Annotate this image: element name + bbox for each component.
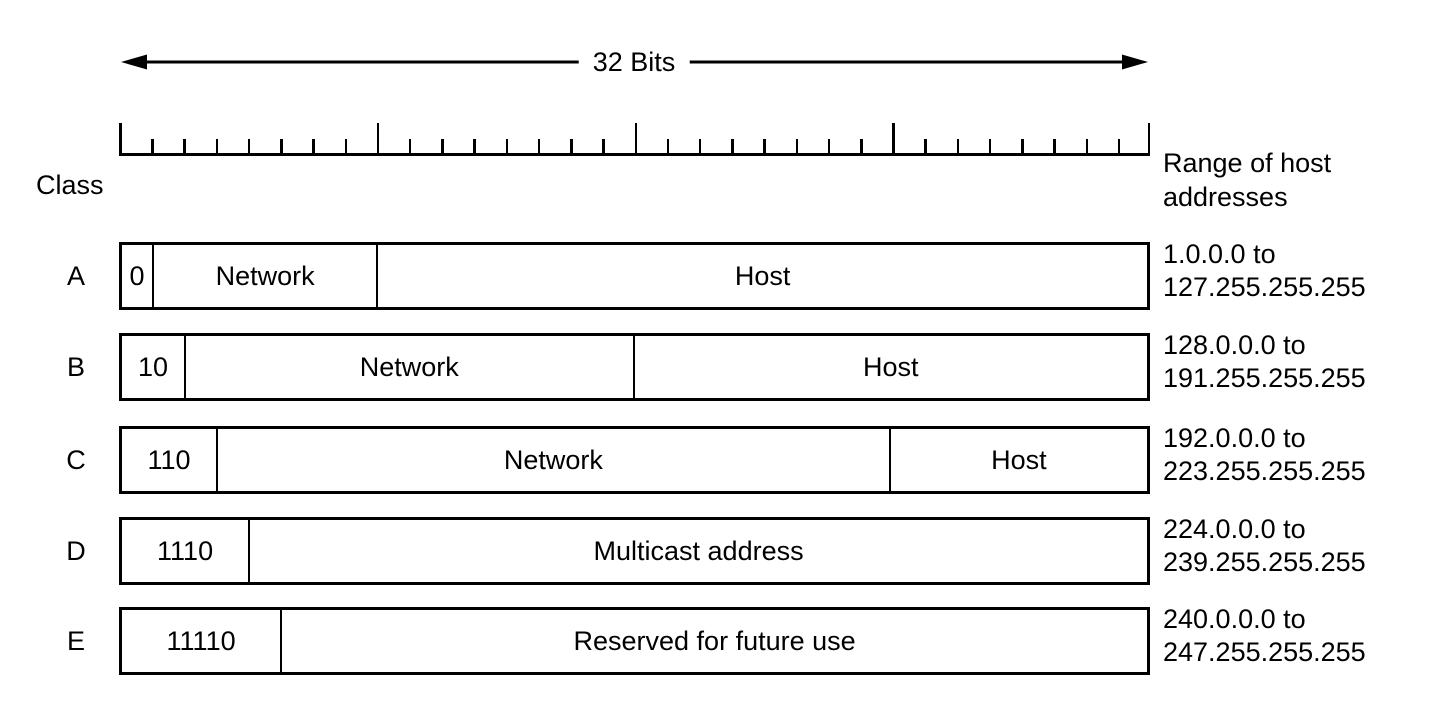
- multicast-cell: Multicast address: [593, 535, 804, 566]
- range-column-label: Range of host addresses: [1163, 148, 1332, 212]
- ruler-minor-tick: [666, 139, 670, 156]
- ruler-minor-tick: [924, 139, 927, 156]
- range-line-2: 223.255.255.255: [1163, 456, 1366, 486]
- ruler-minor-tick: [1085, 139, 1089, 156]
- bit-ruler: [119, 123, 1150, 156]
- address-bar: 1110 Multicast address: [119, 517, 1150, 585]
- range-text: 224.0.0.0 to 239.255.255.255: [1163, 513, 1366, 579]
- class-row-e: E 11110 Reserved for future use 240.0.0.…: [0, 604, 1429, 675]
- class-row-d: D 1110 Multicast address 224.0.0.0 to 23…: [0, 514, 1429, 585]
- ruler-minor-tick: [731, 139, 734, 156]
- ruler-minor-tick: [151, 139, 154, 156]
- ruler-major-tick: [634, 123, 637, 156]
- ruler-minor-tick: [473, 139, 476, 156]
- ruler-minor-tick: [312, 139, 315, 156]
- network-cell: Network: [186, 336, 635, 398]
- class-letter: B: [66, 352, 85, 382]
- ruler-minor-tick: [570, 139, 573, 156]
- ruler-minor-tick: [344, 139, 348, 156]
- range-line-1: 1.0.0.0 to: [1163, 239, 1276, 269]
- ruler-minor-tick: [795, 139, 799, 156]
- class-letter: A: [66, 261, 85, 291]
- range-line-2: 191.255.255.255: [1163, 363, 1366, 393]
- ruler-minor-tick: [441, 139, 444, 156]
- ruler-minor-tick: [827, 139, 831, 156]
- ruler-major-tick: [119, 123, 122, 156]
- address-bar: 10 Network Host: [119, 333, 1150, 401]
- ruler-major-tick: [376, 123, 380, 156]
- host-cell: Host: [862, 351, 919, 382]
- class-row-c: C 110 Network Host 192.0.0.0 to 223.255.…: [0, 423, 1429, 494]
- ruler-major-tick: [892, 123, 895, 156]
- ruler-minor-tick: [537, 139, 541, 156]
- host-cell: Host: [734, 260, 791, 291]
- range-line-2: 127.255.255.255: [1163, 272, 1366, 302]
- range-text: 240.0.0.0 to 247.255.255.255: [1163, 603, 1366, 669]
- range-line-1: 192.0.0.0 to: [1163, 423, 1306, 453]
- range-text: 128.0.0.0 to 191.255.255.255: [1163, 329, 1366, 395]
- ruler-minor-tick: [1117, 139, 1121, 156]
- prefix-bits-cell: 10: [122, 336, 187, 398]
- range-line-2: 247.255.255.255: [1163, 637, 1366, 667]
- address-bar: 11110 Reserved for future use: [119, 607, 1150, 675]
- ruler-minor-tick: [1021, 139, 1024, 156]
- prefix-bits-cell: 0: [122, 245, 155, 307]
- arrowhead-left-icon: [121, 54, 147, 70]
- range-line-1: 128.0.0.0 to: [1163, 330, 1306, 360]
- ruler-minor-tick: [280, 139, 283, 156]
- bits-label: 32 Bits: [578, 45, 690, 79]
- ruler-minor-tick: [988, 139, 992, 156]
- class-letter: C: [66, 445, 86, 475]
- class-row-b: B 10 Network Host 128.0.0.0 to 191.255.2…: [0, 330, 1429, 401]
- ruler-minor-tick: [698, 139, 702, 156]
- network-cell: Network: [218, 429, 891, 491]
- range-line-2: 239.255.255.255: [1163, 547, 1366, 577]
- ruler-major-tick: [1147, 123, 1150, 156]
- prefix-bits-cell: 1110: [122, 520, 251, 582]
- class-row-a: A 0 Network Host 1.0.0.0 to 127.255.255.…: [0, 239, 1429, 310]
- prefix-bits-cell: 11110: [122, 610, 283, 672]
- ruler-minor-tick: [183, 139, 186, 156]
- class-letter: D: [66, 536, 86, 566]
- reserved-cell: Reserved for future use: [573, 625, 856, 656]
- double-arrow: [121, 54, 1148, 70]
- range-text: 1.0.0.0 to 127.255.255.255: [1163, 238, 1366, 304]
- ruler-minor-tick: [215, 139, 219, 156]
- ruler-minor-tick: [763, 139, 766, 156]
- ruler-minor-tick: [505, 139, 509, 156]
- ruler-minor-tick: [1053, 139, 1056, 156]
- class-letter: E: [66, 626, 85, 656]
- class-column-label: Class: [36, 170, 104, 200]
- arrowhead-right-icon: [1122, 54, 1148, 70]
- network-cell: Network: [154, 245, 379, 307]
- address-bar: 110 Network Host: [119, 426, 1150, 494]
- prefix-bits-cell: 110: [122, 429, 219, 491]
- range-text: 192.0.0.0 to 223.255.255.255: [1163, 422, 1366, 488]
- ruler-minor-tick: [860, 139, 863, 156]
- host-cell: Host: [991, 444, 1047, 475]
- ruler-minor-tick: [602, 139, 605, 156]
- ruler-minor-tick: [408, 139, 412, 156]
- ruler-minor-tick: [247, 139, 251, 156]
- range-line-1: 224.0.0.0 to: [1163, 514, 1306, 544]
- ruler-minor-tick: [956, 139, 960, 156]
- address-bar: 0 Network Host: [119, 242, 1150, 310]
- range-line-1: 240.0.0.0 to: [1163, 604, 1306, 634]
